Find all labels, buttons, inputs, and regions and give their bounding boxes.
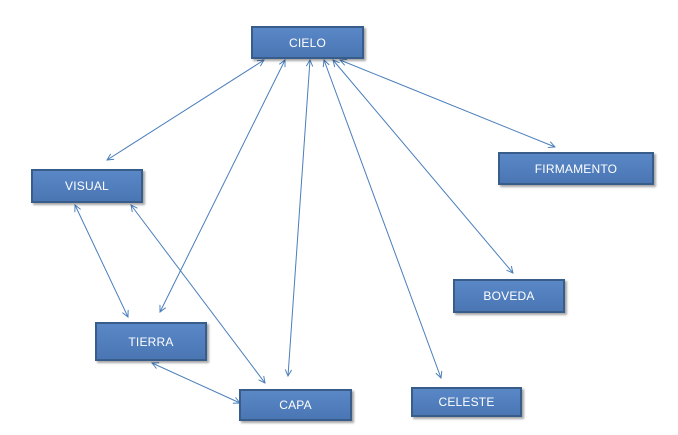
- node-capa[interactable]: CAPA: [239, 389, 352, 421]
- node-boveda-label: BOVEDA: [483, 289, 535, 303]
- arrow-cielo-firmamento: [340, 60, 555, 147]
- arrow-visual-capa: [131, 205, 265, 383]
- node-tierra-label: TIERRA: [128, 334, 174, 349]
- node-firmamento-label: FIRMAMENTO: [534, 161, 618, 176]
- arrow-tierra-capa: [152, 363, 240, 403]
- arrow-cielo-capa: [288, 60, 310, 376]
- node-firmamento[interactable]: FIRMAMENTO: [498, 152, 654, 185]
- node-celeste[interactable]: CELESTE: [411, 387, 522, 417]
- arrow-visual-tierra: [75, 205, 128, 317]
- node-boveda[interactable]: BOVEDA: [453, 279, 565, 313]
- arrow-cielo-boveda: [333, 60, 513, 273]
- node-visual[interactable]: VISUAL: [31, 169, 143, 203]
- node-cielo-label: CIELO: [288, 35, 326, 50]
- node-cielo[interactable]: CIELO: [251, 26, 364, 59]
- node-celeste-label: CELESTE: [438, 395, 495, 409]
- node-capa-label: CAPA: [279, 398, 312, 412]
- arrow-cielo-celeste: [324, 60, 441, 378]
- node-visual-label: VISUAL: [65, 179, 109, 193]
- arrow-cielo-tierra: [160, 60, 285, 312]
- arrow-cielo-visual: [107, 60, 264, 160]
- node-tierra[interactable]: TIERRA: [95, 322, 207, 361]
